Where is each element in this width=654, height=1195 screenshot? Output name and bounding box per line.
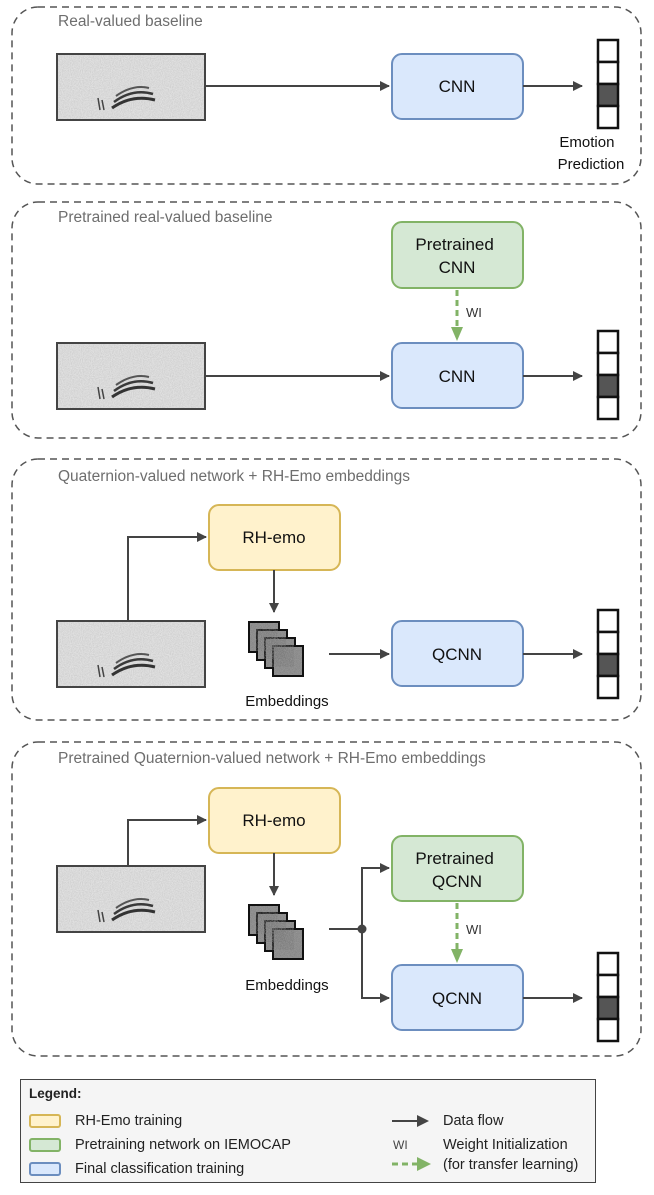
legend-title: Legend: (29, 1086, 82, 1101)
legend-label: Final classification training (75, 1161, 245, 1177)
dashed-green-arrow-icon (392, 1157, 431, 1171)
data-flow-arrow (127, 815, 207, 866)
legend: Legend: RH-Emo training Pretraining netw… (20, 1079, 596, 1183)
legend-swatch-yellow (29, 1114, 61, 1128)
panel-title: Real-valued baseline (58, 13, 203, 30)
panel-frame (11, 6, 642, 185)
panel-pretrained-real-valued-baseline: Pretrained real-valued baseline Pretrain… (11, 201, 642, 439)
panel-quaternion-network: Quaternion-valued network + RH-Emo embed… (11, 458, 642, 721)
emotion-output-vector (596, 329, 620, 421)
data-flow-arrow (361, 863, 390, 929)
legend-label: Data flow (443, 1113, 504, 1129)
data-flow-arrow (361, 929, 390, 1003)
legend-label: (for transfer learning) (443, 1157, 579, 1173)
wi-short-label: WI (393, 1138, 408, 1152)
embeddings-icon (249, 622, 303, 676)
wi-label: WI (466, 922, 482, 937)
embeddings-icon (249, 905, 303, 959)
pretrained-qcnn-line-1: Pretrained (415, 849, 493, 868)
panel-title: Quaternion-valued network + RH-Emo embed… (58, 468, 410, 485)
spectrogram-image (57, 621, 205, 687)
pretrained-qcnn-line-2: QCNN (432, 872, 482, 891)
panel-frame (11, 458, 642, 721)
emotion-label-line-1: Emotion (559, 134, 614, 151)
legend-label: Weight Initialization (443, 1137, 568, 1153)
emotion-output-vector (596, 38, 620, 130)
pretrained-qcnn-box (391, 835, 524, 902)
emotion-prediction-label: Emotion Prediction (558, 134, 625, 173)
wi-label: WI (466, 305, 482, 320)
pretrained-cnn-line-1: Pretrained (415, 235, 493, 254)
legend-label: RH-Emo training (75, 1113, 183, 1129)
pretrained-cnn-label: Pretrained CNN (415, 235, 498, 277)
spectrogram-image (57, 343, 205, 409)
emotion-label-line-2: Prediction (558, 156, 625, 173)
cnn-label: CNN (439, 77, 476, 96)
legend-swatch-blue (29, 1162, 61, 1176)
embeddings-label: Embeddings (245, 693, 328, 710)
cnn-label: CNN (439, 367, 476, 386)
spectrogram-image (57, 54, 205, 120)
spectrogram-image (57, 866, 205, 932)
emotion-output-vector (596, 608, 620, 700)
emotion-output-vector (596, 951, 620, 1043)
panel-title: Pretrained real-valued baseline (58, 209, 273, 226)
embeddings-label: Embeddings (245, 977, 328, 994)
pretrained-cnn-box (391, 221, 524, 289)
pretrained-cnn-line-2: CNN (439, 258, 476, 277)
data-flow-arrow (127, 532, 207, 621)
panel-frame (11, 201, 642, 439)
rh-emo-label: RH-emo (242, 811, 305, 830)
pretrained-qcnn-label: Pretrained QCNN (415, 849, 498, 891)
panel-real-valued-baseline: Real-valued baseline CNN Emotion Predict… (11, 6, 642, 185)
rh-emo-label: RH-emo (242, 528, 305, 547)
panel-frame (11, 741, 642, 1057)
legend-swatch-green (29, 1138, 61, 1152)
arrow-right-icon (392, 1115, 429, 1127)
panel-pretrained-quaternion-network: Pretrained Quaternion-valued network + R… (11, 741, 642, 1057)
panel-title: Pretrained Quaternion-valued network + R… (58, 750, 486, 767)
qcnn-label: QCNN (432, 989, 482, 1008)
legend-label: Pretraining network on IEMOCAP (75, 1137, 291, 1153)
qcnn-label: QCNN (432, 645, 482, 664)
